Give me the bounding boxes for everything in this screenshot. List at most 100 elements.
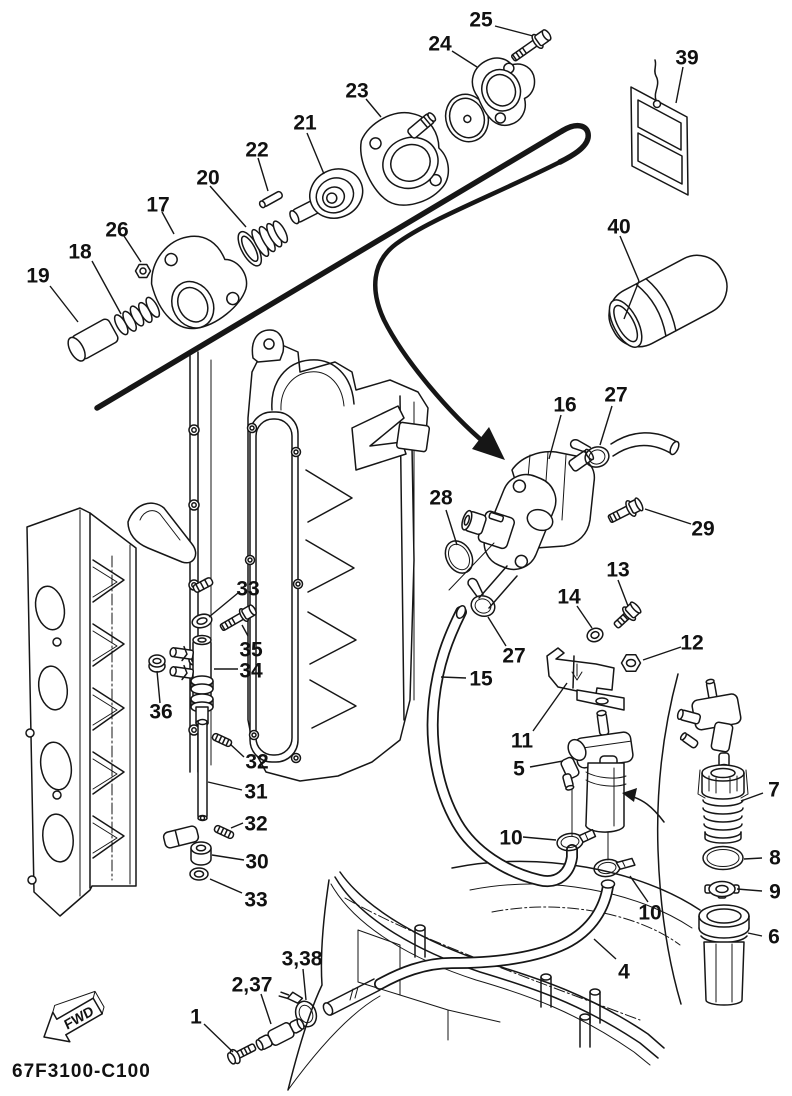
leader-line <box>306 132 325 175</box>
leader-line <box>241 624 249 637</box>
pointer-arrowhead <box>622 788 637 802</box>
leader-line <box>529 760 564 768</box>
leader-line <box>365 98 382 118</box>
fwd-arrow: FWD <box>43 990 105 1043</box>
arrowhead <box>472 427 505 460</box>
bolt-13 <box>613 601 642 629</box>
callout-25: 25 <box>469 9 493 32</box>
leader-line <box>91 260 122 315</box>
gasket-bolt-holes <box>244 422 304 764</box>
plug-part <box>67 318 119 362</box>
leader-line <box>156 670 161 704</box>
fuel-pump <box>444 432 680 618</box>
leader-line <box>230 822 244 829</box>
callout-11: 11 <box>511 730 534 753</box>
bracket-11 <box>546 647 625 711</box>
callout-27: 27 <box>502 645 525 668</box>
leader-line <box>522 836 557 841</box>
callout-5: 5 <box>513 758 525 781</box>
cylinder-block <box>188 329 431 782</box>
filter-components-column <box>622 673 750 1006</box>
divider-swoosh-arrow <box>94 122 591 460</box>
callout-8: 8 <box>769 847 781 870</box>
callout-12: 12 <box>680 632 703 655</box>
rod-31 <box>197 718 208 822</box>
callout-17: 17 <box>146 194 169 217</box>
callout-21: 21 <box>293 112 317 135</box>
leader-line <box>440 676 467 679</box>
filter-assembly-reference <box>676 678 742 771</box>
callout-10: 10 <box>638 902 661 925</box>
leader-line <box>203 1023 234 1053</box>
diaphragm-shaft <box>289 168 364 225</box>
leader-line <box>161 211 175 235</box>
callout-23: 23 <box>345 80 368 103</box>
leader-line <box>599 405 613 446</box>
leader-line <box>229 743 245 758</box>
callout-27: 27 <box>604 384 627 407</box>
leader-line <box>623 280 640 320</box>
washer-33-lower <box>189 867 209 881</box>
nut-part <box>134 263 152 279</box>
callout-28: 28 <box>429 487 453 510</box>
grommet-28 <box>444 540 474 574</box>
spring-seat <box>237 220 289 267</box>
leader-line <box>619 235 640 282</box>
leader-line <box>548 414 562 460</box>
o-ring-8 <box>702 845 744 871</box>
callout-35: 35 <box>239 639 263 662</box>
callout-14: 14 <box>557 586 581 609</box>
callout-33: 33 <box>236 578 259 601</box>
grommet-36 <box>148 654 166 673</box>
clamp-3-38 <box>278 991 318 1028</box>
joint-2-37 <box>255 1018 305 1051</box>
callout-3-38: 3,38 <box>282 948 323 971</box>
leader-line <box>302 968 307 1001</box>
leader-line <box>260 993 272 1025</box>
pump-nipple <box>407 112 437 139</box>
relief-valve-exploded-group <box>67 29 552 362</box>
leader-line <box>451 50 478 68</box>
leader-line <box>642 646 682 661</box>
leader-line <box>209 878 243 894</box>
callout-2-37: 2,37 <box>232 974 273 997</box>
nut-12 <box>620 654 642 672</box>
leader-line <box>532 682 568 732</box>
caution-tag <box>630 59 689 196</box>
hose-clamp-27-upper <box>569 439 610 468</box>
cover-bolt <box>511 29 552 62</box>
washer-14 <box>586 627 604 643</box>
callout-26: 26 <box>105 219 128 242</box>
filter-element-7 <box>697 764 749 844</box>
callout-32: 32 <box>245 751 268 774</box>
clamp-10-left <box>556 828 597 852</box>
callout-31: 31 <box>244 781 268 804</box>
leader-line <box>257 157 269 192</box>
cowling-studs <box>414 924 601 1048</box>
callout-7: 7 <box>768 779 780 802</box>
leader-line <box>445 509 458 546</box>
fuel-filter <box>556 709 636 878</box>
callout-39: 39 <box>675 47 698 70</box>
leader-line <box>736 888 763 892</box>
callout-20: 20 <box>196 167 219 190</box>
leader-line <box>740 792 764 802</box>
callout-13: 13 <box>606 559 629 582</box>
pin-32-upper <box>211 732 233 748</box>
bolt-29 <box>607 497 644 523</box>
callout-4: 4 <box>618 961 630 984</box>
pump-cover <box>471 57 536 127</box>
leader-lines <box>49 25 764 1053</box>
callout-32: 32 <box>244 813 267 836</box>
leader-line <box>207 781 243 791</box>
callout-22: 22 <box>245 139 268 162</box>
callout-33: 33 <box>244 889 267 912</box>
filter-cup-6 <box>698 904 750 1006</box>
leader-line <box>208 592 239 618</box>
callout-40: 40 <box>607 216 630 239</box>
leader-line <box>487 616 507 647</box>
hose-clamp-27-lower <box>467 577 496 618</box>
fitting-34 <box>169 634 214 727</box>
part-code: 67F3100-C100 <box>12 1061 151 1082</box>
leader-line <box>593 938 617 960</box>
